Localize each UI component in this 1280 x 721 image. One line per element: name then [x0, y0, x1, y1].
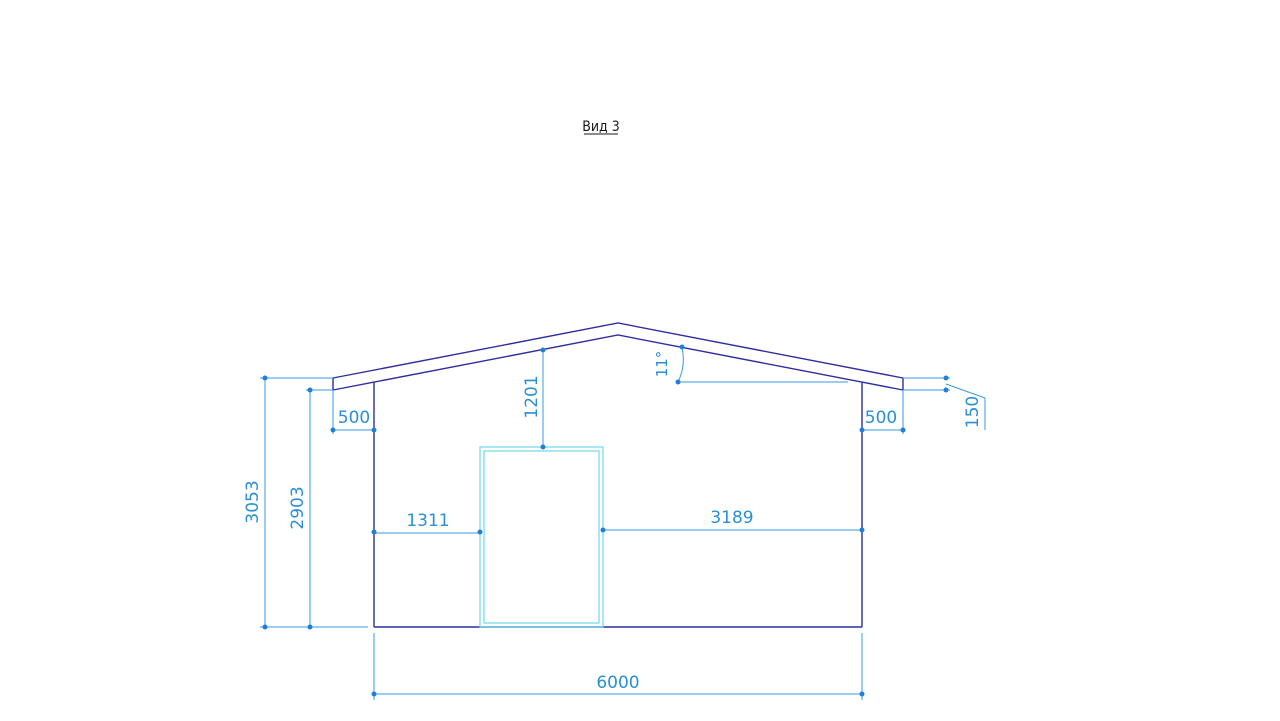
- dim-roof-angle-label: 11°: [653, 351, 671, 378]
- dim-wall-height: 2903: [288, 387, 333, 630]
- dim-door-to-right-label: 3189: [710, 508, 753, 528]
- dim-roof-angle: 11°: [653, 344, 848, 385]
- walls: [373, 382, 863, 628]
- dim-eave-left: 500: [330, 390, 377, 434]
- dim-ridge-to-door: 1201: [522, 347, 546, 450]
- dim-roof-thickness-label: 150: [963, 396, 983, 428]
- door: [479, 446, 604, 628]
- dim-total-height: 3053: [243, 375, 368, 630]
- view-title: Вид 3: [582, 119, 620, 135]
- roof: [332, 322, 904, 391]
- dim-roof-thickness: 150: [903, 375, 986, 430]
- dim-eave-right: 500: [859, 390, 906, 434]
- dim-door-to-right: 3189: [600, 508, 865, 533]
- dim-total-width-label: 6000: [596, 673, 639, 693]
- dim-wall-height-label: 2903: [288, 486, 308, 529]
- dim-left-to-door-label: 1311: [406, 511, 449, 531]
- dim-total-width: 6000: [371, 633, 865, 700]
- dim-total-height-label: 3053: [243, 480, 263, 523]
- dim-ridge-to-door-label: 1201: [522, 375, 542, 418]
- dim-eave-right-label: 500: [865, 408, 897, 428]
- dim-left-to-door: 1311: [371, 511, 483, 535]
- dim-eave-left-label: 500: [338, 408, 370, 428]
